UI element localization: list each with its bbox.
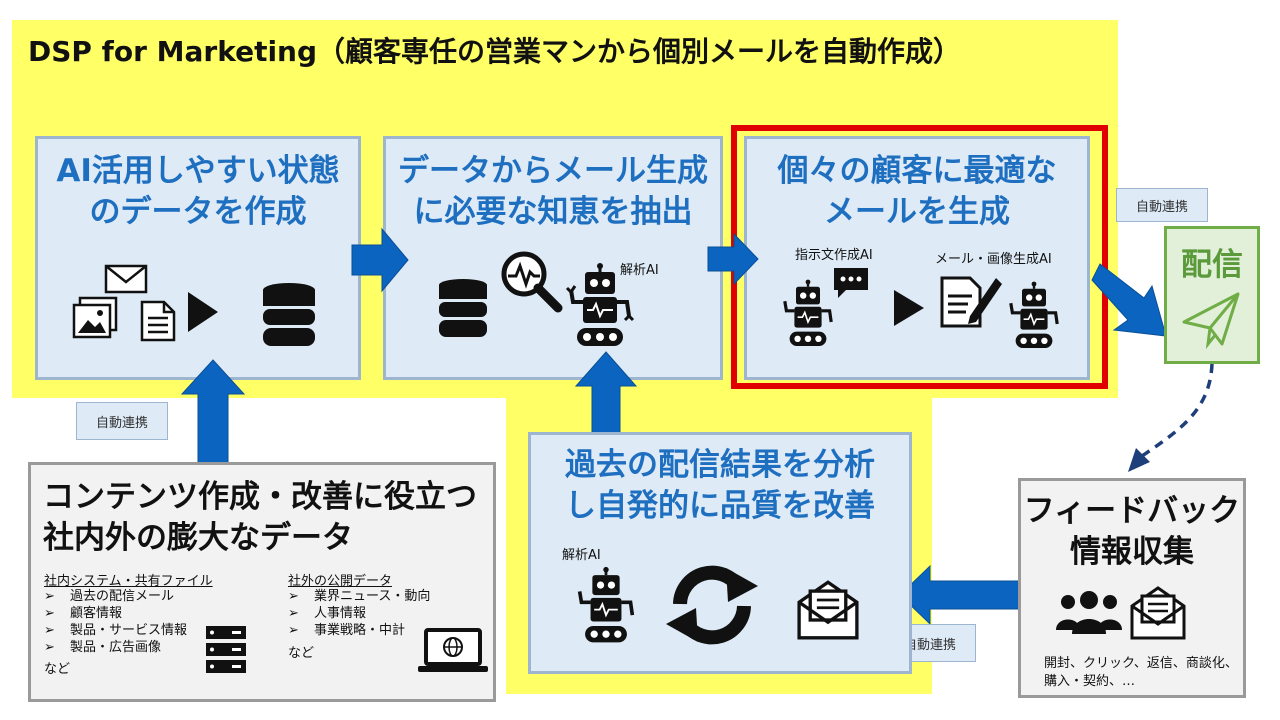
content-data-title: コンテンツ作成・改善に役立つ 社内外の膨大なデータ: [43, 479, 477, 556]
feedback-title: フィードバック 情報収集: [1023, 493, 1241, 570]
server-icon: [206, 626, 246, 673]
dashed-arrow-to-feedback: [1128, 363, 1214, 472]
users-icon: [1056, 591, 1122, 634]
arrow-right-1: [351, 227, 409, 293]
list-item: 過去の配信メール: [44, 588, 187, 605]
internal-data-list: 過去の配信メール 顧客情報 製品・サービス情報 製品・広告画像: [44, 588, 187, 656]
prompt-ai-label: 指示文作成AI: [795, 248, 873, 263]
extract-ai-label: 解析AI: [620, 263, 659, 278]
page-title: DSP for Marketing（顧客専任の営業マンから個別メールを自動作成）: [28, 35, 962, 68]
stage-prepare-title: AI活用しやすい状態 のデータを作成: [56, 153, 340, 230]
stage-analyze-title: 過去の配信結果を分析 し自発的に品質を改善: [565, 447, 875, 524]
database-icon: [439, 279, 487, 337]
stage-extract-title: データからメール生成 に必要な知恵を抽出: [398, 153, 708, 230]
feedback-caption-1: 開封、クリック、返信、商談化、: [1044, 656, 1238, 671]
refresh-cycle-icon: [666, 565, 758, 645]
auto-link-tag-top: 自動連携: [1116, 188, 1208, 222]
list-item: 製品・広告画像: [44, 639, 187, 656]
robot-icon: [1009, 281, 1059, 348]
list-item: 顧客情報: [44, 605, 187, 622]
chat-bubble-icon: [834, 268, 868, 298]
mail-icon: [104, 264, 148, 294]
play-triangle-icon: [188, 292, 218, 332]
arrow-to-delivery: [1091, 263, 1167, 337]
laptop-globe-icon: [418, 628, 488, 672]
robot-icon: [577, 566, 635, 643]
document-edit-icon: [940, 276, 1002, 328]
arrow-up-from-data: [180, 359, 246, 471]
external-etc: など: [288, 646, 315, 661]
robot-icon: [565, 263, 635, 346]
content-data-box: コンテンツ作成・改善に役立つ 社内外の膨大なデータ: [28, 462, 496, 702]
list-item: 製品・サービス情報: [44, 622, 187, 639]
play-triangle-icon: [894, 290, 924, 326]
mail-open-icon: [1130, 586, 1186, 640]
arrow-right-2: [707, 232, 759, 286]
generator-ai-label: メール・画像生成AI: [935, 252, 1052, 267]
list-item: 事業戦略・中計: [288, 622, 430, 639]
auto-link-tag-left: 自動連携: [76, 402, 168, 440]
mail-open-icon: [797, 580, 859, 640]
list-item: 業界ニュース・動向: [288, 588, 430, 605]
internal-data-heading: 社内システム・共有ファイル: [44, 574, 213, 589]
image-icon: [72, 296, 118, 339]
stage-generate-title: 個々の顧客に最適な メールを生成: [777, 153, 1057, 230]
feedback-box: フィードバック 情報収集: [1018, 478, 1246, 698]
external-data-heading: 社外の公開データ: [288, 574, 393, 589]
arrow-up-from-analysis: [574, 351, 638, 441]
delivery-title: 配信: [1181, 247, 1243, 283]
document-icon: [140, 300, 176, 342]
database-icon: [263, 283, 315, 346]
list-item: 人事情報: [288, 605, 430, 622]
paper-plane-icon: [1182, 292, 1240, 350]
external-data-list: 業界ニュース・動向 人事情報 事業戦略・中計: [288, 588, 430, 639]
feedback-caption-2: 購入・契約、…: [1044, 674, 1136, 689]
robot-icon: [783, 279, 833, 346]
internal-etc: など: [44, 662, 71, 677]
arrow-left-from-feedback: [899, 564, 1029, 626]
analyze-ai-label: 解析AI: [562, 548, 601, 563]
analysis-magnifier-icon: [501, 251, 563, 313]
